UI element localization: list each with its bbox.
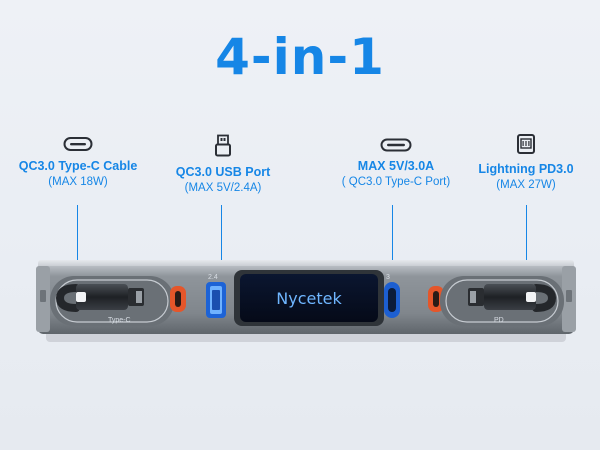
- lightning-connector-icon: [517, 134, 535, 154]
- feature-subtitle: (MAX 5V/2.4A): [184, 182, 262, 194]
- feature-usb-port: QC3.0 USB Port (MAX 5V/2.4A): [143, 134, 303, 196]
- feature-title: QC3.0 Type-C Cable: [18, 159, 138, 173]
- feature-lightning: Lightning PD3.0 (MAX 27W): [446, 133, 600, 193]
- feature-subtitle: ( QC3.0 Type-C Port): [341, 176, 451, 188]
- headline: 4-in-1: [215, 28, 385, 86]
- feature-typec-cable: QC3.0 Type-C Cable (MAX 18W): [0, 136, 158, 190]
- usb-c-cable-icon: [63, 137, 93, 151]
- feature-title: QC3.0 USB Port: [175, 165, 271, 179]
- left-port-label: Type-C: [108, 317, 131, 324]
- feature-subtitle: (MAX 18W): [48, 176, 108, 188]
- feature-typec-port: MAX 5V/3.0A ( QC3.0 Type-C Port): [316, 138, 476, 190]
- feature-subtitle: (MAX 27W): [496, 179, 556, 191]
- right-port-label: PD: [494, 317, 504, 324]
- leader-line-usb-port: [221, 205, 222, 297]
- hub-device: Type-C 2.4 Nycetek 3 PD: [36, 260, 576, 342]
- leader-line-typec-cable: [77, 205, 78, 295]
- type-c-port-mark: 3: [386, 274, 390, 281]
- feature-title: MAX 5V/3.0A: [357, 159, 435, 173]
- usb-c-port-icon: [380, 138, 412, 152]
- usb-port-mark: 2.4: [208, 274, 218, 281]
- feature-title: Lightning PD3.0: [478, 162, 574, 176]
- usb-a-port-icon: [215, 134, 231, 157]
- brand-logo: Nycetek: [276, 289, 342, 308]
- leader-line-lightning: [526, 205, 527, 295]
- leader-line-typec-port: [392, 205, 393, 297]
